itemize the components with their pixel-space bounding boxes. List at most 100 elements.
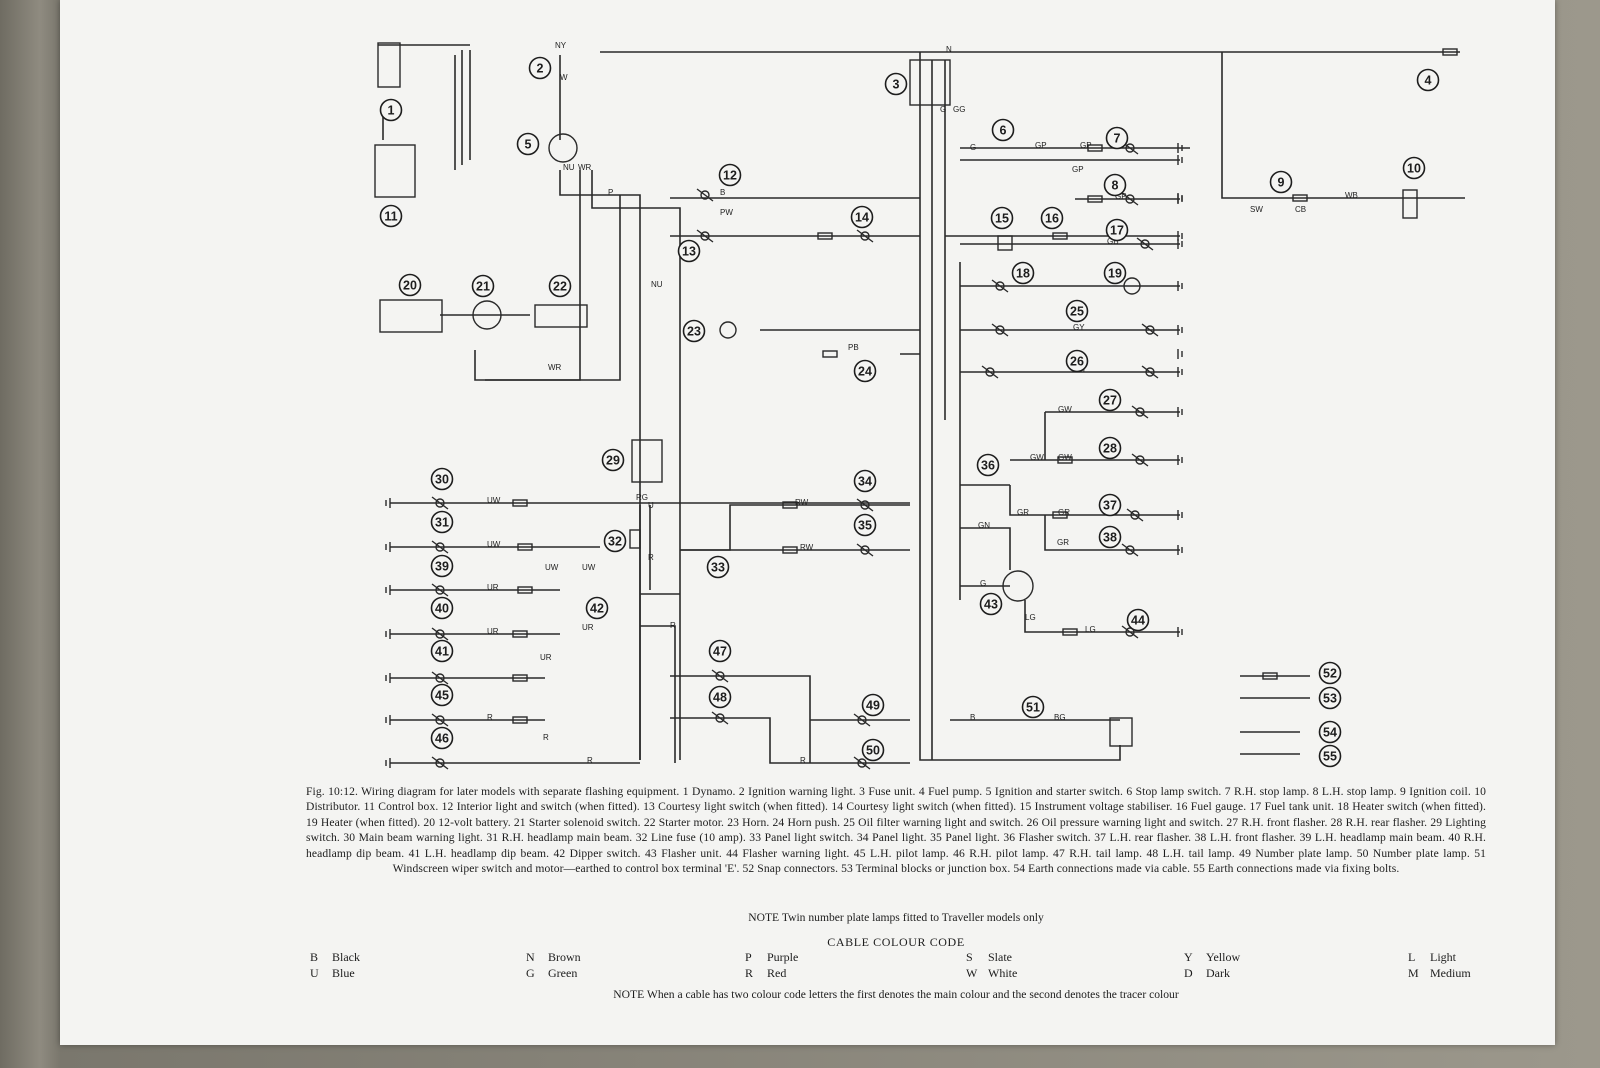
wire-colour-label: GY xyxy=(1073,323,1085,332)
wire-colour-label: GP xyxy=(1115,192,1127,201)
switch-contact-icon xyxy=(856,543,874,557)
wire-colour-label: UR xyxy=(582,623,594,632)
wire xyxy=(591,170,681,500)
snap-connector-icon xyxy=(1087,144,1103,152)
wire-colour-label: GG xyxy=(953,105,965,114)
component-number-badge xyxy=(1040,206,1064,230)
switch-contact-icon xyxy=(856,498,874,512)
component-number-badge xyxy=(1318,661,1342,685)
wire-colour-label: GW xyxy=(1058,453,1072,462)
wire xyxy=(485,170,581,381)
wire-colour-label: GW xyxy=(1030,453,1044,462)
snap-connector-icon xyxy=(1052,511,1068,519)
flasher-unit-icon xyxy=(1002,570,1034,602)
component-number-badge xyxy=(1103,173,1127,197)
component-number: 27 xyxy=(1103,394,1117,408)
switch-contact-icon xyxy=(431,583,449,597)
wire-colour-label: B xyxy=(720,188,725,197)
snap-connector-icon xyxy=(1442,48,1458,56)
component-number-badge xyxy=(1318,720,1342,744)
wire-colour-label: G xyxy=(970,143,976,152)
wire-colour-label: GP xyxy=(1080,141,1092,150)
component-number-badge xyxy=(471,274,495,298)
wire-colour-label: P xyxy=(608,188,613,197)
wire-colour-label: R xyxy=(670,621,676,630)
switch-contact-icon xyxy=(1131,453,1149,467)
switch-contact-icon xyxy=(431,713,449,727)
starter-motor-icon xyxy=(534,304,588,328)
component-number: 33 xyxy=(711,561,725,575)
wire-colour-label: GR xyxy=(1058,508,1070,517)
wire-colour-label: UW xyxy=(487,496,501,505)
component-number-badge xyxy=(1065,349,1089,373)
component-number-badge xyxy=(1318,686,1342,710)
wire-colour-label: R xyxy=(648,553,654,562)
component-number-badge xyxy=(850,205,874,229)
lamp-icon xyxy=(1145,325,1155,335)
snap-connector-icon xyxy=(517,543,533,551)
component-number-badge xyxy=(516,132,540,156)
component-number-badge xyxy=(884,72,908,96)
wire-colour-label: R xyxy=(487,713,493,722)
switch-contact-icon xyxy=(1131,405,1149,419)
wire xyxy=(1044,515,1180,551)
component-number-badge xyxy=(1103,261,1127,285)
switch-contact-icon xyxy=(431,540,449,554)
lamp-icon xyxy=(860,545,870,555)
wire xyxy=(474,195,621,381)
snap-connector-icon xyxy=(782,546,798,554)
wire-colour-label: GR xyxy=(1057,538,1069,547)
component-number: 35 xyxy=(858,519,872,533)
switch-contact-icon xyxy=(991,279,1009,293)
component-number-badge xyxy=(430,467,454,491)
switch-contact-icon xyxy=(711,711,729,725)
component-number-badge xyxy=(430,510,454,534)
component-number: 45 xyxy=(435,689,449,703)
component-number: 1 xyxy=(388,104,395,118)
component-number-badge xyxy=(1098,436,1122,460)
lamp-icon xyxy=(435,715,445,725)
component-number-badge xyxy=(1098,525,1122,549)
wire-colour-label: LG xyxy=(1085,625,1096,634)
wire-colour-label: G xyxy=(980,579,986,588)
wire-colour-label: UW xyxy=(487,540,501,549)
wire-colour-label: R xyxy=(800,756,806,765)
wire-colour-label: GB xyxy=(1107,237,1119,246)
component-number-badge xyxy=(601,448,625,472)
lamp-icon xyxy=(1125,194,1135,204)
component-number-badge xyxy=(1402,156,1426,180)
wire-colour-label: WR xyxy=(548,363,562,372)
component-number: 31 xyxy=(435,516,449,530)
lamp-icon xyxy=(1135,455,1145,465)
switch-contact-icon xyxy=(1126,508,1144,522)
wire-colour-label: CB xyxy=(1295,205,1306,214)
lamp-icon xyxy=(1125,545,1135,555)
component-number-badge xyxy=(718,163,742,187)
component-number-badge xyxy=(430,596,454,620)
component-number-badge xyxy=(398,273,422,297)
lamp-icon xyxy=(700,231,710,241)
snap-connector-icon xyxy=(512,674,528,682)
wire xyxy=(960,527,1011,570)
component-number: 16 xyxy=(1045,212,1059,226)
component-number-badge xyxy=(706,555,730,579)
component-number: 28 xyxy=(1103,442,1117,456)
wires xyxy=(378,44,1465,764)
horn-icon xyxy=(719,321,737,339)
wire-colour-label: BG xyxy=(1054,713,1066,722)
component-number-badge xyxy=(379,204,403,228)
component-number: 9 xyxy=(1278,176,1285,190)
lamp-icon xyxy=(435,673,445,683)
component-number: 17 xyxy=(1110,224,1124,238)
lamp-icon xyxy=(435,498,445,508)
component-symbols xyxy=(374,42,1458,770)
wire-colour-label: WB xyxy=(1345,191,1358,200)
switch-contact-icon xyxy=(1141,323,1159,337)
component-number-badge xyxy=(379,98,403,122)
component-number: 8 xyxy=(1112,179,1119,193)
